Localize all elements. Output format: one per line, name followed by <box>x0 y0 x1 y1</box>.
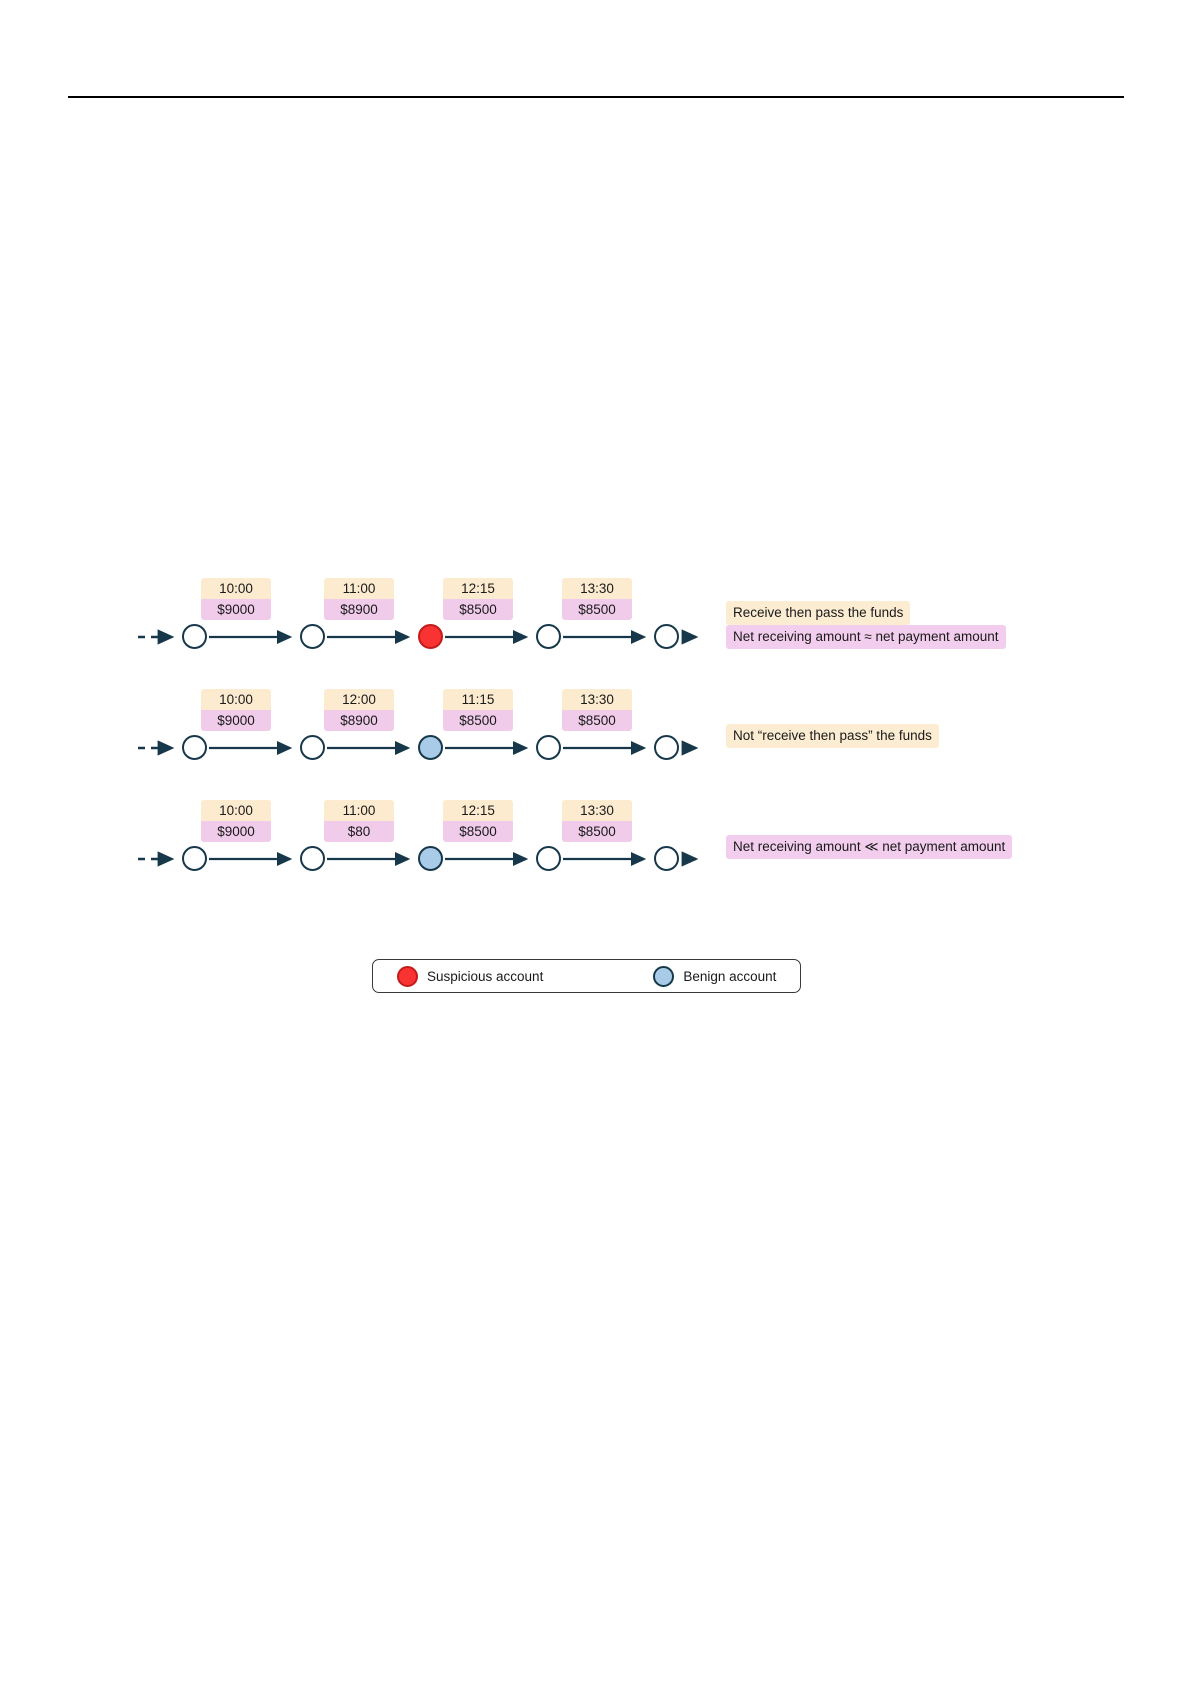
edge-label: 10:00 $9000 <box>201 689 271 731</box>
edge-amount-label: $9000 <box>201 599 271 620</box>
suspicious-account-icon <box>397 965 418 987</box>
row-annotations: Not “receive then pass” the funds <box>726 724 1146 748</box>
page-header-rule <box>68 96 1124 98</box>
account-node[interactable] <box>654 735 679 760</box>
timeline-edges <box>138 629 699 645</box>
account-node[interactable] <box>182 846 207 871</box>
edge-label: 11:00 $8900 <box>324 578 394 620</box>
edge-time-label: 10:00 <box>201 689 271 710</box>
account-node[interactable] <box>654 624 679 649</box>
timeline-edges <box>138 851 699 867</box>
annotation-line: Net receiving amount ≪ net payment amoun… <box>726 835 1146 859</box>
annotation-line: Not “receive then pass” the funds <box>726 724 1146 748</box>
edge-label: 11:00 $80 <box>324 800 394 842</box>
edge-label: 12:15 $8500 <box>443 800 513 842</box>
timeline-row: 10:00 $9000 12:00 $8900 11:15 $8500 13:3… <box>0 676 1192 786</box>
timeline-track <box>136 622 699 652</box>
account-node[interactable] <box>418 624 443 649</box>
edge-time-label: 12:15 <box>443 578 513 599</box>
account-node[interactable] <box>182 735 207 760</box>
account-node[interactable] <box>418 846 443 871</box>
legend-item-suspicious: Suspicious account <box>389 965 551 987</box>
account-node[interactable] <box>536 846 561 871</box>
edge-amount-label: $9000 <box>201 710 271 731</box>
account-node[interactable] <box>536 735 561 760</box>
edge-label: 12:00 $8900 <box>324 689 394 731</box>
edge-label: 12:15 $8500 <box>443 578 513 620</box>
timeline-edges <box>138 740 699 756</box>
annotation-receive-then-pass: Receive then pass the funds <box>726 601 911 625</box>
annotation-net-amount: Net receiving amount ≪ net payment amoun… <box>726 835 1013 859</box>
timeline-track <box>136 733 699 763</box>
edge-time-label: 13:30 <box>562 689 632 710</box>
annotation-line: Net receiving amount ≈ net payment amoun… <box>726 625 1146 649</box>
edge-amount-label: $8500 <box>562 821 632 842</box>
edge-time-label: 10:00 <box>201 800 271 821</box>
edge-amount-label: $8500 <box>443 821 513 842</box>
annotation-not-receive-then-pass: Not “receive then pass” the funds <box>726 724 939 748</box>
timeline-row: 10:00 $9000 11:00 $8900 12:15 $8500 13:3… <box>0 565 1192 675</box>
edge-amount-label: $8900 <box>324 599 394 620</box>
edge-amount-label: $8500 <box>443 710 513 731</box>
account-node[interactable] <box>536 624 561 649</box>
edge-amount-label: $8500 <box>443 599 513 620</box>
edge-time-label: 11:15 <box>443 689 513 710</box>
legend: Suspicious account Benign account <box>372 959 802 993</box>
annotation-net-amount: Net receiving amount ≈ net payment amoun… <box>726 625 1006 649</box>
edge-label: 11:15 $8500 <box>443 689 513 731</box>
account-node[interactable] <box>300 735 325 760</box>
legend-label: Suspicious account <box>427 968 544 984</box>
edge-time-label: 12:15 <box>443 800 513 821</box>
edge-time-label: 12:00 <box>324 689 394 710</box>
row-annotations: Net receiving amount ≪ net payment amoun… <box>726 835 1146 859</box>
timeline-row: 10:00 $9000 11:00 $80 12:15 $8500 13:30 … <box>0 787 1192 897</box>
timeline-track <box>136 844 699 874</box>
edge-amount-label: $8500 <box>562 710 632 731</box>
edge-label: 13:30 $8500 <box>562 578 632 620</box>
benign-account-icon <box>653 965 675 987</box>
edge-time-label: 11:00 <box>324 578 394 599</box>
annotation-line: Receive then pass the funds <box>726 601 1146 625</box>
account-node[interactable] <box>182 624 207 649</box>
edge-label: 10:00 $9000 <box>201 800 271 842</box>
legend-item-benign: Benign account <box>645 965 784 987</box>
edge-label: 13:30 $8500 <box>562 689 632 731</box>
edge-time-label: 10:00 <box>201 578 271 599</box>
edge-amount-label: $8500 <box>562 599 632 620</box>
account-node[interactable] <box>654 846 679 871</box>
edge-amount-label: $9000 <box>201 821 271 842</box>
account-node[interactable] <box>300 846 325 871</box>
edge-label: 13:30 $8500 <box>562 800 632 842</box>
account-node[interactable] <box>300 624 325 649</box>
edge-amount-label: $80 <box>324 821 394 842</box>
edge-label: 10:00 $9000 <box>201 578 271 620</box>
account-node[interactable] <box>418 735 443 760</box>
row-annotations: Receive then pass the funds Net receivin… <box>726 601 1146 649</box>
edge-time-label: 11:00 <box>324 800 394 821</box>
edge-amount-label: $8900 <box>324 710 394 731</box>
legend-label: Benign account <box>683 968 777 984</box>
edge-time-label: 13:30 <box>562 800 632 821</box>
edge-time-label: 13:30 <box>562 578 632 599</box>
